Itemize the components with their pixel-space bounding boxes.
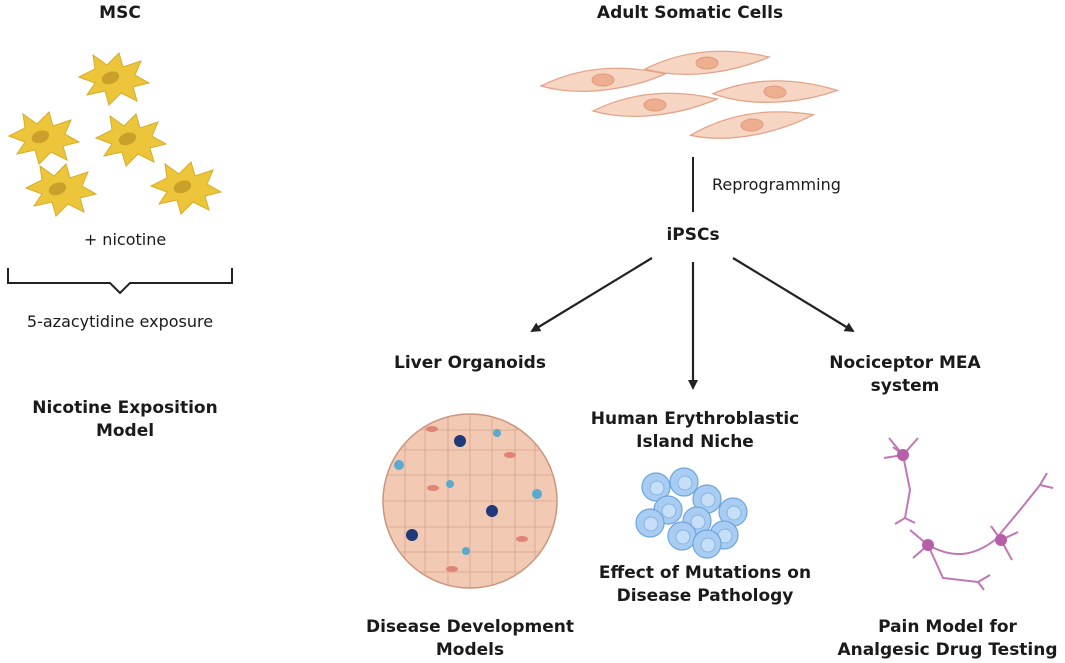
neuron-icon (883, 437, 1054, 591)
branch-nociceptor-title-line1: Nociceptor MEA (829, 353, 981, 373)
arrow-to-liver (530, 257, 653, 333)
branch-erythro-outcome-line1: Effect of Mutations on (598, 563, 812, 583)
branch-erythro-outcome-line2: Disease Pathology (616, 586, 794, 606)
nicotine-model-line2: Model (95, 421, 155, 441)
ipsc-hub: iPSCs (666, 225, 720, 245)
branch-erythro-title-line2: Island Niche (636, 432, 754, 452)
nicotine-label: + nicotine (83, 230, 167, 249)
branch-erythro-title-line1: Human Erythroblastic (590, 409, 800, 429)
branch-liver-outcome-line1: Disease Development (365, 617, 575, 637)
erythroblast-cluster-icon (635, 467, 748, 559)
branch-nociceptor-outcome-line2: Analgesic Drug Testing (837, 640, 1058, 660)
branch-nociceptor-title-line2: system (870, 376, 940, 396)
arrow-to-nociceptor (732, 257, 855, 333)
neuron-soma (897, 449, 1007, 551)
exposure-label: 5-azacytidine exposure (26, 312, 214, 331)
exposure-bracket (7, 268, 233, 295)
fibroblast-icon (540, 50, 839, 142)
msc-title: MSC (99, 3, 141, 23)
nicotine-model-line1: Nicotine Exposition (32, 398, 218, 418)
branch-liver-title: Liver Organoids (394, 353, 546, 373)
msc-cell-icon (8, 52, 222, 217)
reprogramming-label: Reprogramming (712, 175, 841, 194)
somatic-title: Adult Somatic Cells (596, 3, 784, 23)
branch-nociceptor-outcome-line1: Pain Model for (878, 617, 1017, 637)
liver-organoid-icon (382, 413, 558, 589)
branch-liver-outcome-line2: Models (435, 640, 505, 660)
